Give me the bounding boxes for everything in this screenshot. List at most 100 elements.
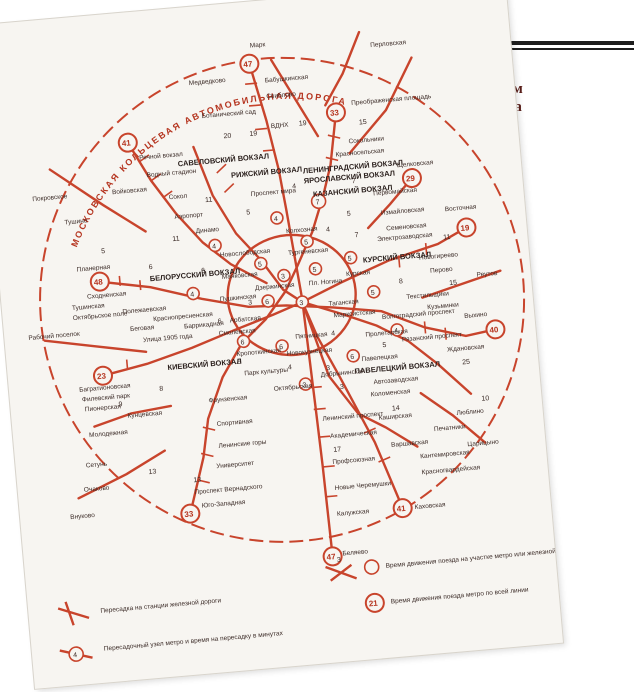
station-label: Перловская (370, 39, 407, 49)
terminal-circle-9 (322, 546, 343, 567)
ring-road (39, 56, 526, 543)
legend-section-time: 3 Время движения поезда на участке метро… (325, 545, 563, 582)
station-label: Кантемировская (420, 449, 470, 460)
station-label: Молодежная (89, 429, 129, 439)
station-label: Пушкинская (220, 293, 258, 303)
station-label: Красногвардейская (421, 463, 481, 476)
hub-17-time: 3 (281, 273, 286, 280)
hub-16 (308, 261, 323, 276)
station-label: Бабушкинская (265, 73, 309, 85)
legend-transfer-rail: Пересадка на станции железной дороги (57, 596, 222, 626)
station-label: Рязанский проспект (402, 330, 463, 343)
segment-time: 10 (481, 395, 489, 403)
segment-time: 3 (248, 299, 253, 306)
station-label: Очаково (84, 485, 110, 494)
hub-7 (261, 294, 275, 308)
hub-7-time: 6 (265, 299, 270, 306)
station-label: Медведково (189, 77, 227, 87)
section-circle-icon (363, 559, 380, 575)
station-label: Новогиреево (419, 251, 459, 261)
legend-total-text: Время движения поезда метро по всей лини… (390, 585, 529, 605)
station-label: Пл. Ногина (308, 277, 342, 287)
station-label: Сокол (168, 193, 187, 202)
hub-2 (208, 238, 222, 253)
hub-14 (346, 349, 361, 363)
station-label: Университет (216, 460, 254, 470)
terminal-circle-1 (239, 53, 260, 74)
terminal-time-10: 41 (396, 504, 406, 514)
station-label: Речной вокзал (139, 150, 184, 162)
hub-13-time: 6 (279, 344, 284, 351)
segment-time: 11 (205, 197, 213, 205)
station-label: Варшавская (391, 439, 429, 449)
station-label: Марксистская (333, 309, 376, 320)
transfer-hubs: 4 4 7 5 5 5 6 3 4 5 6 4 6 6 3 5 3 (186, 193, 404, 391)
segment-time: 7 (352, 178, 357, 185)
station-label: Тушинская (72, 302, 106, 312)
total-circle-icon (364, 592, 385, 613)
legend-hub-text: Пересадочный узел метро и время на перес… (103, 629, 283, 653)
hub-3 (310, 193, 327, 210)
station-label: Полежаевская (122, 305, 167, 316)
segment-time: 3 (326, 365, 331, 372)
segment-time: 15 (359, 119, 367, 127)
station-label: Люблино (456, 407, 484, 417)
station-label: ВДНХ (271, 122, 290, 131)
station-label: Свиблово (266, 90, 297, 101)
terminal-time-9: 47 (326, 552, 336, 562)
station-label: Внуково (70, 512, 96, 521)
hub-4-time: 5 (258, 261, 263, 268)
station-label: Спортивная (216, 418, 253, 428)
line-filyovskaya (93, 404, 173, 428)
station-label: Сокольники (348, 135, 384, 145)
hub-8-time: 3 (299, 300, 304, 307)
station-label: Восточная (445, 203, 478, 213)
segment-time: 13 (193, 477, 201, 485)
terminal-circle-5 (117, 132, 138, 153)
station-label: Маяковская (222, 271, 259, 281)
crossing-icon (57, 601, 90, 626)
hub-10 (366, 284, 381, 299)
station-label: Кузьминки (427, 301, 459, 311)
station-label: Ленинские горы (218, 439, 267, 450)
legend: Пересадка на станции железной дороги 4 П… (57, 545, 563, 662)
terminal-circle-8 (180, 503, 201, 524)
hub-10-time: 5 (371, 290, 376, 297)
line-zamoskvoretskaya (192, 145, 404, 510)
station-label: Курская (346, 269, 371, 278)
station-label: Фрунзенская (208, 394, 248, 404)
terminal-time-2: 33 (330, 108, 340, 118)
station-label: Проспект Вернадского (194, 483, 263, 496)
station-label: Пионерская (85, 403, 122, 413)
rail-spur-7 (421, 269, 502, 299)
segment-time: 19 (249, 130, 257, 138)
station-label: Сходненская (87, 290, 127, 300)
segment-time: 25 (462, 359, 470, 367)
line-koltsevaya (226, 233, 357, 357)
hub-11 (236, 334, 251, 349)
segment-time: 4 (292, 183, 297, 190)
station-label: Войковская (112, 185, 148, 196)
segment-time: 6 (217, 318, 222, 325)
terminal-circle-10 (392, 498, 413, 519)
station-label: Пролетарская (365, 328, 408, 339)
hub-9-time: 4 (190, 291, 195, 298)
station-label: Реутов (476, 270, 498, 279)
station-label: Арбатская (229, 314, 261, 325)
rail-spur-5 (77, 449, 166, 500)
hub-17 (277, 268, 291, 283)
station-label: КИЕВСКИЙ ВОКЗАЛ (167, 357, 242, 372)
segment-time: 17 (333, 446, 341, 454)
segment-time: 8 (399, 278, 404, 285)
station-label: Проспект мира (250, 187, 296, 198)
hub-9 (186, 286, 200, 301)
segment-time: 8 (159, 386, 164, 393)
segment-time: 5 (382, 342, 387, 349)
hub-13 (275, 339, 289, 353)
hub-12 (390, 323, 404, 337)
station-label: Динамо (195, 226, 219, 235)
station-label: Семеновская (386, 222, 427, 233)
station-label: Сетунь (86, 461, 109, 470)
legend-transfer-rail-text: Пересадка на станции железной дороги (100, 596, 222, 615)
segment-times: 20 19 19 15 11 11 5 6 5 4 9 8 17 13 14 2… (101, 119, 490, 485)
